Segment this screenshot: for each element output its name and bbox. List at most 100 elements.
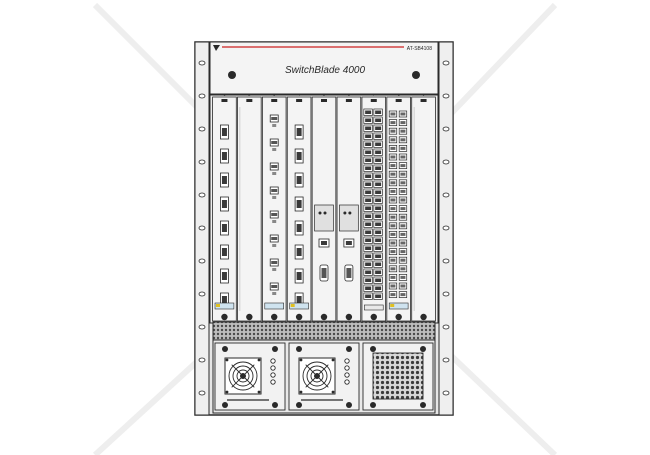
- fan-hub: [240, 373, 246, 379]
- sfp-port-inner: [400, 241, 406, 245]
- psu-led: [344, 365, 350, 371]
- gbic-port-inner: [221, 272, 227, 280]
- port-led: [272, 196, 277, 199]
- slot-number: 6: [348, 93, 350, 97]
- sfp-port-inner: [390, 267, 396, 271]
- rj45-port-inner: [375, 166, 382, 170]
- sfp-port-inner: [400, 138, 406, 142]
- controller-led: [318, 211, 322, 215]
- fan-strut: [244, 377, 255, 388]
- console-port-inner: [345, 241, 352, 245]
- fan-hub: [314, 373, 320, 379]
- card-screw: [345, 313, 353, 321]
- fan-mount-hole: [299, 358, 303, 362]
- slot-number: 3: [273, 93, 275, 97]
- port-led: [272, 268, 277, 271]
- sfp-port-inner: [271, 261, 278, 264]
- sfp-port-inner: [400, 207, 406, 211]
- rj45-port-inner: [365, 270, 372, 274]
- psu-bay-A: [214, 342, 286, 411]
- rj45-port-inner: [365, 118, 372, 122]
- card-screw: [295, 313, 303, 321]
- fan-ring: [306, 365, 328, 387]
- sfp-port-inner: [400, 198, 406, 202]
- rj45-port-inner: [365, 134, 372, 138]
- rj45-port-inner: [365, 126, 372, 130]
- controller-led: [348, 211, 352, 215]
- fan-grille-band: [212, 321, 436, 341]
- rj45-port-inner: [375, 206, 382, 210]
- slot-number: 9: [423, 93, 425, 97]
- rack-hole: [442, 60, 450, 66]
- slot-number: 2: [248, 93, 250, 97]
- card-label: [264, 302, 284, 310]
- fan-mount-hole: [257, 358, 261, 362]
- card-latch-top: [370, 99, 377, 102]
- gbic-port-inner: [221, 248, 227, 256]
- rj45-port-inner: [375, 142, 382, 146]
- card-screw: [320, 313, 328, 321]
- sfp-port-inner: [400, 164, 406, 168]
- rj45-port-inner: [375, 174, 382, 178]
- rj45-port-inner: [375, 286, 382, 290]
- rack-hole: [442, 357, 450, 363]
- psu-screw: [296, 402, 302, 408]
- controller-module: [314, 204, 334, 232]
- gbic-port-inner: [296, 272, 302, 280]
- sfp-port-inner: [271, 165, 278, 168]
- rack-hole: [198, 126, 206, 132]
- rj45-port-inner: [375, 118, 382, 122]
- psu-screw: [420, 346, 426, 352]
- fan-ring: [232, 365, 254, 387]
- port-led: [272, 124, 277, 127]
- rj45-port-inner: [375, 182, 382, 186]
- rj45-port-inner: [375, 278, 382, 282]
- card-panel: [411, 96, 436, 322]
- rj45-port-inner: [365, 182, 372, 186]
- rj45-port-inner: [375, 134, 382, 138]
- blank-vent-grille: [372, 352, 424, 400]
- psu-screw: [272, 346, 278, 352]
- rj45-port-inner: [375, 158, 382, 162]
- rj45-port-inner: [375, 262, 382, 266]
- sfp-port-inner: [400, 275, 406, 279]
- rack-hole: [442, 291, 450, 297]
- rack-hole: [198, 357, 206, 363]
- slot-6-controller-card: [336, 96, 362, 322]
- rj45-port-inner: [375, 230, 382, 234]
- gbic-port-inner: [296, 128, 302, 136]
- card-latch-top: [246, 99, 253, 102]
- sfp-port-inner: [390, 146, 396, 150]
- fan-strut: [231, 377, 242, 388]
- rack-hole: [442, 258, 450, 264]
- serial-port-inner: [321, 268, 327, 278]
- fan-strut: [305, 377, 316, 388]
- sfp-port-inner: [271, 285, 278, 288]
- slot-number: 8: [398, 93, 400, 97]
- psu-led: [344, 358, 350, 364]
- rj45-port-inner: [365, 174, 372, 178]
- sfp-port-inner: [400, 258, 406, 262]
- console-port-inner: [321, 241, 327, 245]
- sfp-port-inner: [390, 293, 396, 297]
- sfp-port-inner: [400, 224, 406, 228]
- sfp-port-inner: [390, 232, 396, 236]
- rack-ear-holes: [198, 60, 450, 396]
- fan-ring: [310, 369, 324, 383]
- port-led: [272, 220, 277, 223]
- gbic-port-inner: [296, 248, 302, 256]
- top-panel: [209, 41, 439, 95]
- fan-mount-hole: [257, 390, 261, 394]
- rj45-port-inner: [365, 238, 372, 242]
- psu-led: [270, 379, 276, 385]
- gbic-port-inner: [221, 224, 227, 232]
- sfp-port-inner: [390, 258, 396, 262]
- sfp-port-inner: [271, 117, 278, 120]
- allied-telesis-logo: [213, 45, 220, 51]
- rj45-port-inner: [365, 142, 372, 146]
- sfp-port-inner: [271, 237, 278, 240]
- card-latch-top: [345, 99, 352, 102]
- rack-hole: [442, 390, 450, 396]
- sfp-port-inner: [390, 224, 396, 228]
- rack-hole: [442, 126, 450, 132]
